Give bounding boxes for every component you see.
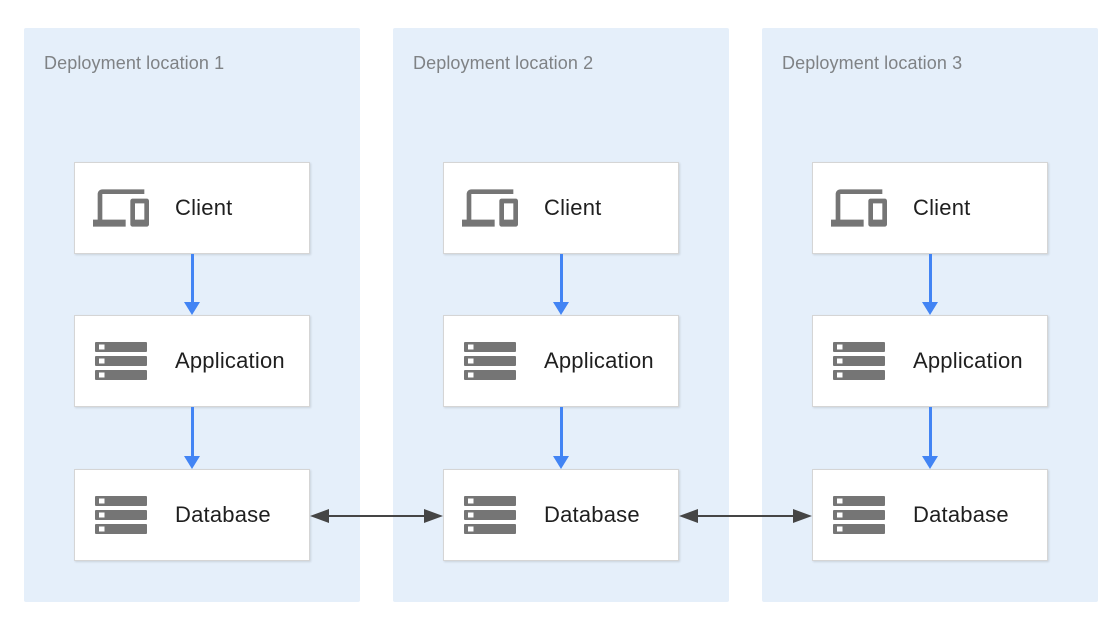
node-label: Database — [175, 502, 271, 527]
server-stack-icon — [462, 342, 518, 380]
server-stack-icon — [93, 496, 149, 534]
arrow-shaft — [928, 254, 932, 302]
node-label: Application — [175, 348, 285, 373]
node-label: Application — [913, 348, 1023, 373]
devices-icon — [462, 180, 518, 236]
panel-title: Deployment location 1 — [44, 53, 225, 73]
panel-title: Deployment location 3 — [782, 53, 963, 73]
arrow-head-down — [184, 456, 200, 469]
flow-arrow-application-to-database — [553, 407, 569, 469]
arrow-head-down — [553, 302, 569, 315]
arrow-shaft — [559, 254, 563, 302]
server-stack-icon — [831, 342, 887, 380]
node-label: Database — [913, 502, 1009, 527]
node-label: Application — [544, 348, 654, 373]
server-stack-icon — [462, 496, 518, 534]
server-stack-icon — [831, 496, 887, 534]
node-database: Database — [812, 469, 1048, 561]
arrow-shaft — [928, 407, 932, 456]
arrow-shaft — [559, 407, 563, 456]
panel-title: Deployment location 2 — [413, 53, 594, 73]
node-label: Client — [913, 195, 971, 220]
node-application: Application — [812, 315, 1048, 407]
arrow-head-left — [679, 509, 698, 523]
arrow-shaft — [190, 254, 194, 302]
node-database: Database — [74, 469, 310, 561]
flow-arrow-client-to-application — [184, 254, 200, 315]
node-application: Application — [443, 315, 679, 407]
arrow-head-down — [922, 456, 938, 469]
devices-icon — [831, 180, 887, 236]
deployment-panel-2: Deployment location 2 Client Application — [393, 28, 729, 602]
node-label: Client — [544, 195, 602, 220]
arrow-head-down — [922, 302, 938, 315]
node-label: Client — [175, 195, 233, 220]
deployment-panel-1: Deployment location 1 Client Application — [24, 28, 360, 602]
arrow-shaft — [190, 407, 194, 456]
node-database: Database — [443, 469, 679, 561]
arrow-head-down — [184, 302, 200, 315]
deployment-panel-3: Deployment location 3 Client Application — [762, 28, 1098, 602]
devices-icon — [93, 180, 149, 236]
arrow-shaft — [698, 514, 793, 518]
node-client: Client — [812, 162, 1048, 254]
arrow-head-left — [310, 509, 329, 523]
sync-arrow-database1-database2 — [310, 509, 443, 523]
flow-arrow-application-to-database — [922, 407, 938, 469]
flow-arrow-client-to-application — [553, 254, 569, 315]
node-label: Database — [544, 502, 640, 527]
server-stack-icon — [93, 342, 149, 380]
arrow-shaft — [329, 514, 424, 518]
sync-arrow-database2-database3 — [679, 509, 812, 523]
node-client: Client — [74, 162, 310, 254]
flow-arrow-application-to-database — [184, 407, 200, 469]
flow-arrow-client-to-application — [922, 254, 938, 315]
node-application: Application — [74, 315, 310, 407]
node-client: Client — [443, 162, 679, 254]
arrow-head-right — [793, 509, 812, 523]
arrow-head-right — [424, 509, 443, 523]
arrow-head-down — [553, 456, 569, 469]
